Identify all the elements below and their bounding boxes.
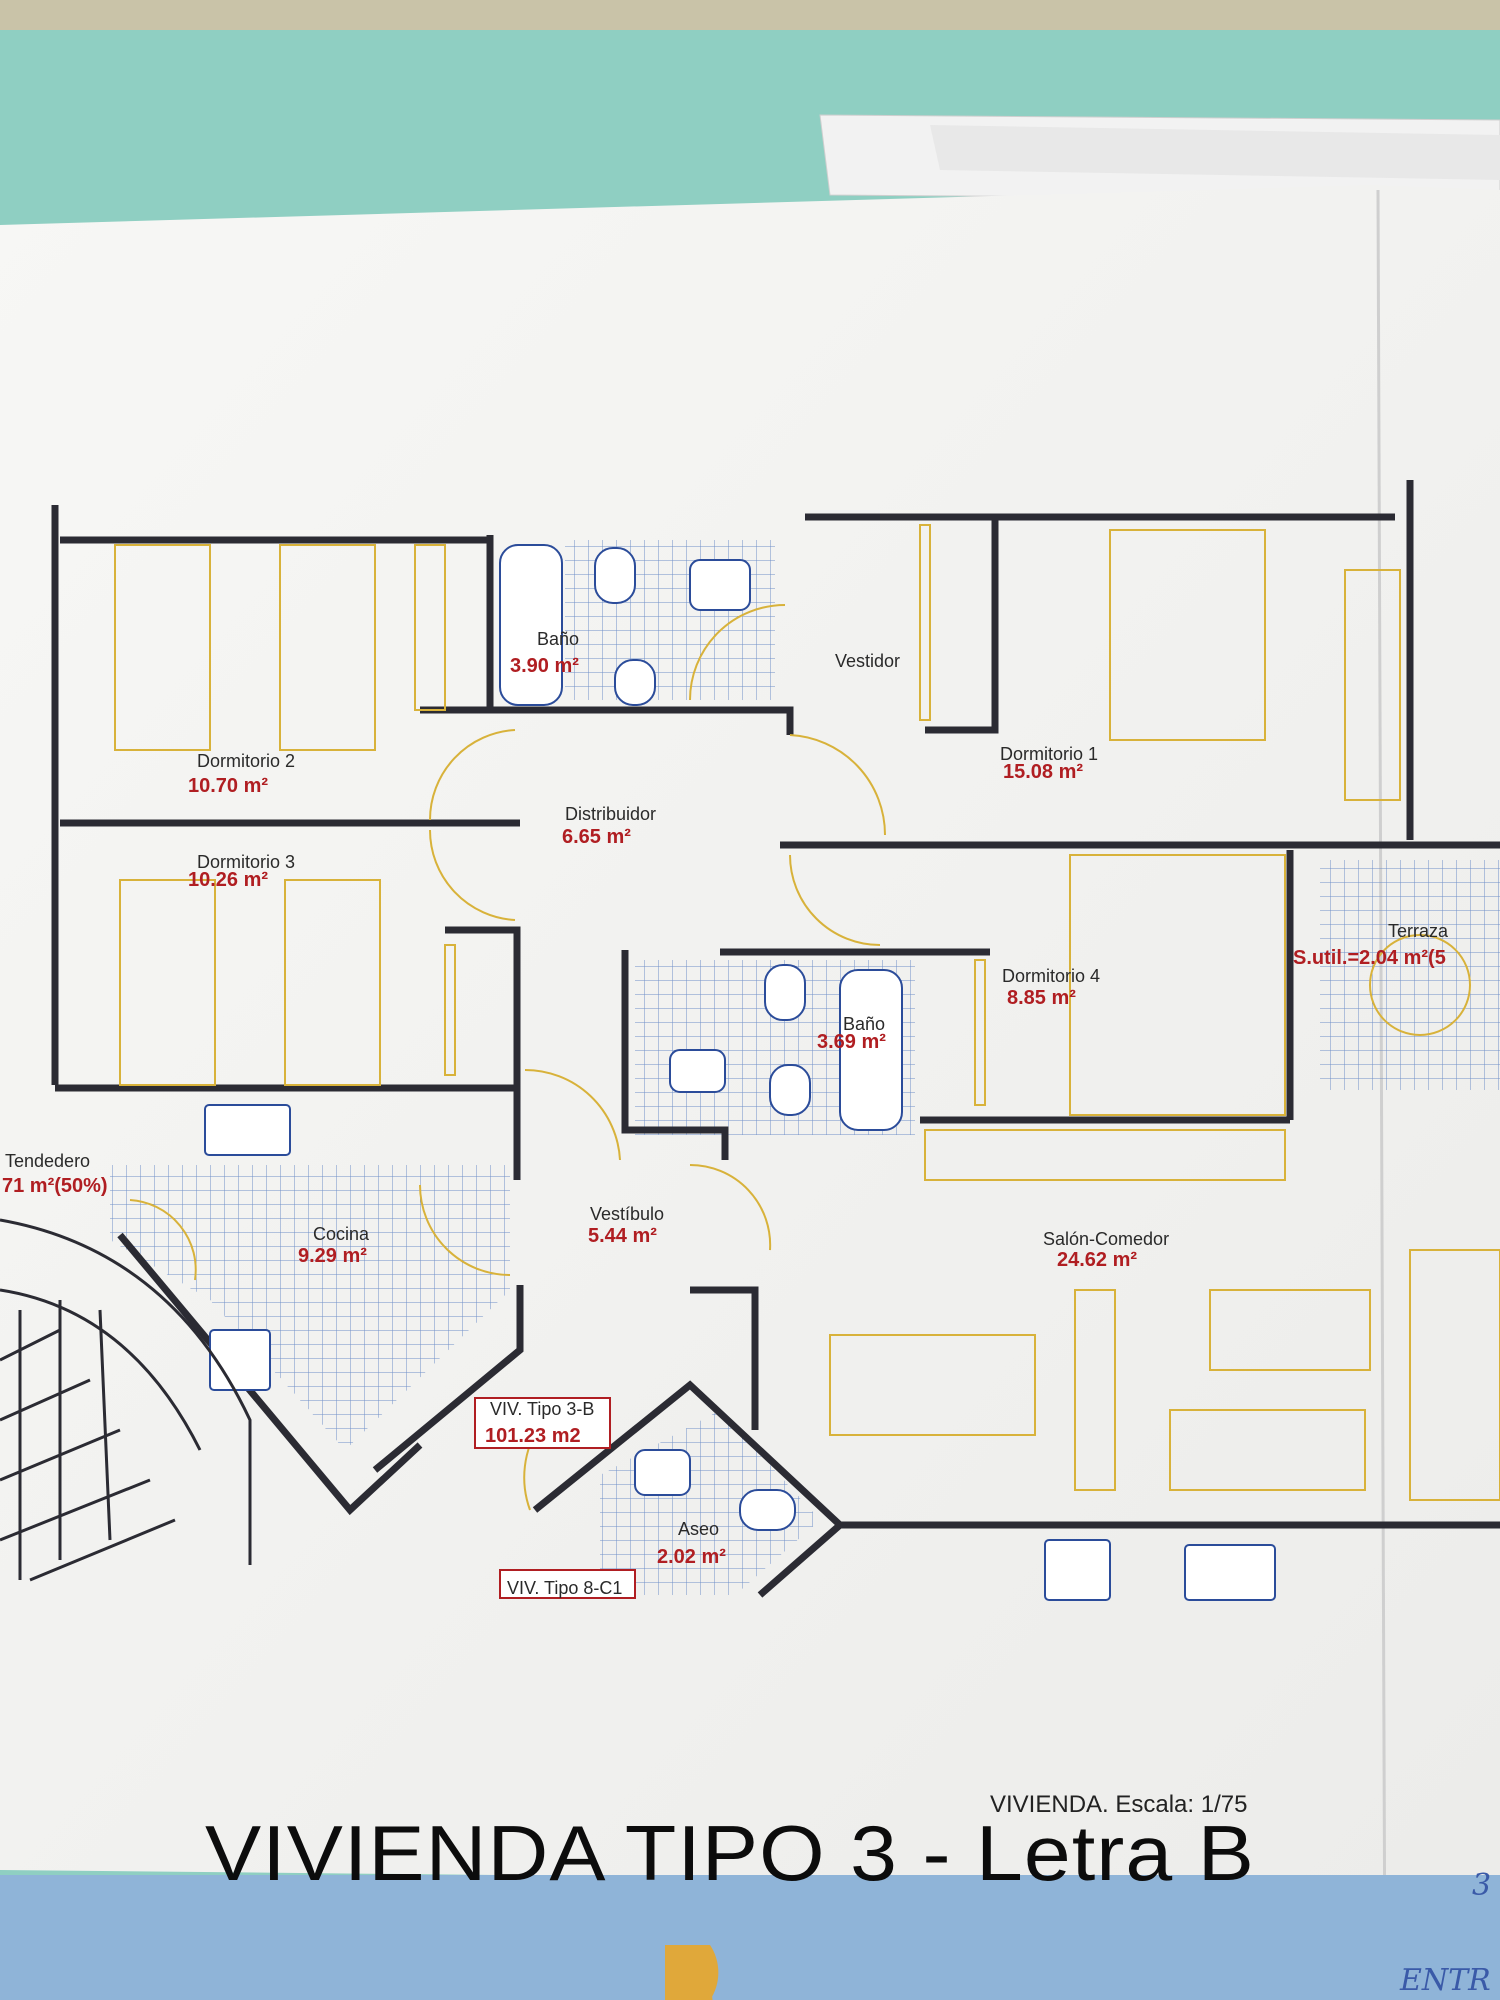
armchair xyxy=(1209,1289,1371,1371)
bed-dorm3-a xyxy=(119,879,216,1086)
blue-band xyxy=(0,1875,1500,2000)
scale-label: VIVIENDA. Escala: 1/75 xyxy=(990,1791,1247,1818)
wall-bath2 xyxy=(621,950,729,1160)
room-name-bano-2: Baño xyxy=(843,1014,885,1034)
bidet-top xyxy=(614,659,656,706)
wall-vestidor-right xyxy=(925,520,999,734)
kitchen-sink xyxy=(204,1104,291,1156)
wall-kitchen-diagonal xyxy=(372,1285,524,1473)
room-area-aseo: 2.02 m² xyxy=(657,1546,726,1568)
stair-steps xyxy=(0,1300,176,1582)
room-name-distribuidor: Distribuidor xyxy=(565,804,656,824)
wall-aseo xyxy=(532,1380,846,1598)
door-bath xyxy=(689,604,786,701)
room-area-distribuidor: 6.65 m² xyxy=(562,826,631,848)
room-area-vestibulo: 5.44 m² xyxy=(588,1225,657,1247)
wardrobe-dorm2 xyxy=(414,544,446,711)
tile-terrace xyxy=(1320,860,1500,1090)
door-dorm3 xyxy=(428,829,516,921)
bed-dorm2-a xyxy=(114,544,211,751)
wall-vestibulo-right xyxy=(690,1286,759,1430)
door-dorm4 xyxy=(789,854,881,946)
salon-hob xyxy=(1044,1539,1111,1601)
kitchen-hob xyxy=(209,1329,271,1391)
aseo-sink xyxy=(634,1449,691,1496)
sink-top xyxy=(689,559,751,611)
room-area-bano-2: 3.69 m² xyxy=(817,1031,886,1053)
room-name-dormitorio-1: Dormitorio 1 xyxy=(1000,744,1098,764)
bathtub-top xyxy=(499,544,563,706)
room-area-dormitorio-3: 10.26 m² xyxy=(188,869,268,891)
room-name-aseo: Aseo xyxy=(678,1519,719,1539)
wardrobe-dorm3 xyxy=(444,944,456,1076)
sofa-side xyxy=(1074,1289,1116,1491)
door-dorm1 xyxy=(789,734,887,836)
blue-letter-fragment: D xyxy=(660,1959,717,2000)
page-edge-digit: 3 xyxy=(1472,1868,1491,1903)
door-vestibulo xyxy=(524,1068,621,1161)
plan-drawing xyxy=(0,480,1500,1601)
sink-mid xyxy=(669,1049,726,1093)
unit-box-name: VIV. Tipo 3-B xyxy=(490,1399,594,1419)
unit-box-area: 101.23 m2 xyxy=(485,1425,581,1447)
tv-unit xyxy=(1409,1249,1500,1501)
room-area-salon-comedor: 24.62 m² xyxy=(1057,1249,1137,1271)
room-name-tendedero: Tendedero xyxy=(5,1151,90,1171)
toilet-top xyxy=(594,547,636,604)
bed-dorm2-b xyxy=(279,544,376,751)
room-name-cocina: Cocina xyxy=(313,1224,370,1244)
room-name-vestibulo: Vestíbulo xyxy=(590,1204,664,1224)
neighbor-box xyxy=(499,1569,636,1599)
salon-sink xyxy=(1184,1544,1276,1601)
blue-letter-shape xyxy=(665,1945,719,2000)
bed-dorm1 xyxy=(1109,529,1266,741)
unit-box xyxy=(474,1397,611,1449)
wardrobe-vestidor xyxy=(919,524,931,721)
sofa xyxy=(1169,1409,1366,1491)
room-name-dormitorio-3: Dormitorio 3 xyxy=(197,852,295,872)
room-area-dormitorio-1: 15.08 m² xyxy=(1003,761,1083,783)
bidet-mid xyxy=(769,1064,811,1116)
bed-dorm3-b xyxy=(284,879,381,1086)
room-name-dormitorio-2: Dormitorio 2 xyxy=(197,751,295,771)
room-name-terraza: Terraza xyxy=(1388,921,1449,941)
room-area-bano-1: 3.90 m² xyxy=(510,655,579,677)
handwritten-note: ENTR xyxy=(1399,1963,1491,1998)
sideboard xyxy=(924,1129,1286,1181)
plan-title: VIVIENDA TIPO 3 - Letra B xyxy=(205,1809,1255,1897)
room-area-dormitorio-4: 8.85 m² xyxy=(1007,987,1076,1009)
door-entrance xyxy=(689,1163,772,1251)
room-area-dormitorio-2: 10.70 m² xyxy=(188,775,268,797)
door-tendedero xyxy=(129,1199,197,1281)
toilet-mid xyxy=(764,964,806,1021)
room-name-salon-comedor: Salón-Comedor xyxy=(1043,1229,1169,1249)
room-name-dormitorio-4: Dormitorio 4 xyxy=(1002,966,1100,986)
dining-table xyxy=(829,1334,1036,1436)
room-area-cocina: 9.29 m² xyxy=(298,1245,367,1267)
terrace-table xyxy=(1369,934,1471,1036)
door-kitchen xyxy=(419,1184,511,1276)
wardrobe-dorm4 xyxy=(974,959,986,1106)
bed-dorm4 xyxy=(1069,854,1286,1116)
wall-bath-bottom xyxy=(420,706,794,735)
loose-paper-2 xyxy=(930,125,1500,180)
stair-outline xyxy=(0,1218,252,1565)
door-dorm2 xyxy=(428,729,516,821)
room-area-tendedero: 71 m²(50%) xyxy=(2,1175,108,1197)
room-name-vestidor: Vestidor xyxy=(835,651,900,671)
tile-kitchen xyxy=(110,1165,510,1450)
neighbor-box-label: VIV. Tipo 8-C1 xyxy=(507,1578,622,1598)
room-area-terraza: S.util.=2.04 m²(5 xyxy=(1293,947,1446,969)
room-labels: Baño 3.90 m² Vestidor Dormitorio 2 10.70… xyxy=(2,629,1449,1598)
sheet-fold xyxy=(1376,189,1387,2000)
room-name-bano-1: Baño xyxy=(537,629,579,649)
wall-stair-diagonal xyxy=(117,1232,423,1516)
desk-dorm1 xyxy=(1344,569,1401,801)
aseo-toilet xyxy=(739,1489,796,1531)
bathtub-mid xyxy=(839,969,903,1131)
folder-edge xyxy=(0,0,1500,30)
wall-dorm3-right xyxy=(445,926,521,1180)
